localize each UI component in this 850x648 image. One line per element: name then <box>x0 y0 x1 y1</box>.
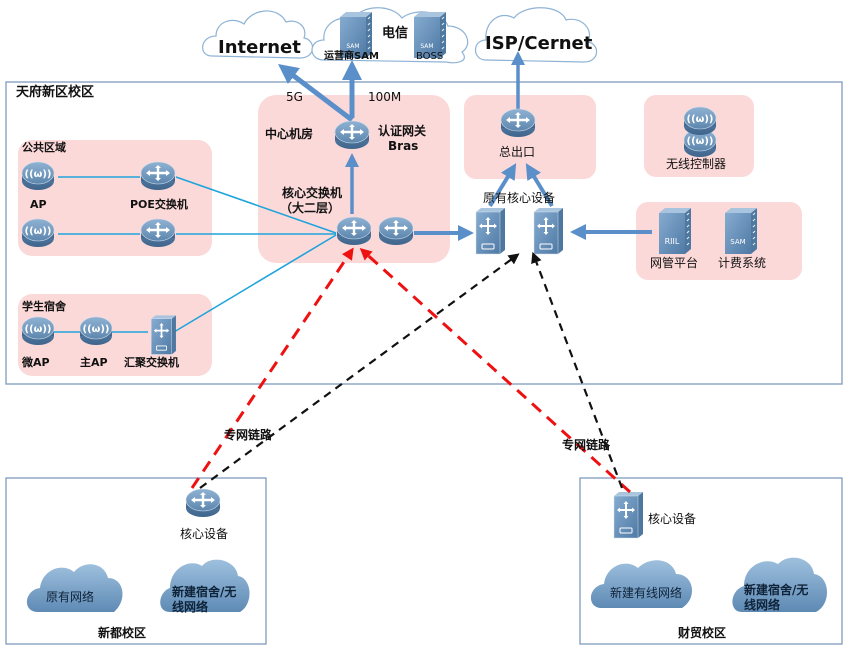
xindu-legacy-network-cloud <box>26 564 123 612</box>
xindu-core-router-icon <box>184 487 222 519</box>
isp-cloud <box>474 7 598 63</box>
black-link-xindu-legacy <box>199 253 520 489</box>
data-center-title: 中心机房 <box>265 127 314 141</box>
egress-router-icon <box>499 107 537 139</box>
caimao-new-network-cloud <box>732 557 828 612</box>
caimao-core-label: 核心设备 <box>648 512 697 526</box>
main-campus-frame <box>5 81 843 385</box>
xindu-campus-title: 新都校区 <box>98 626 147 640</box>
xindu-new-network-label-1: 新建宿舍/无 <box>172 585 237 599</box>
micro-ap-icon <box>21 316 55 346</box>
lan-links <box>52 176 337 333</box>
core-switch-icon <box>377 215 415 247</box>
ap-label: AP <box>30 198 47 211</box>
egress-zone <box>464 95 596 179</box>
operator-sam-label: 运营商SAM <box>324 51 379 62</box>
arrow-legacy1-to-egress <box>488 163 517 208</box>
backup-wan-links <box>199 251 624 489</box>
boss-icon-text: SAM <box>420 43 433 50</box>
egress-label: 总出口 <box>499 145 536 159</box>
core-switch-sub-label: （大二层） <box>280 201 341 215</box>
public-area-title: 公共区域 <box>22 141 66 154</box>
nms-server-icon <box>658 207 692 255</box>
poe-switch-icon <box>139 160 177 192</box>
caimao-new-network-label-1: 新建宿舍/无 <box>744 583 809 597</box>
xindu-new-network-cloud <box>160 559 250 612</box>
private-link-label-left: 专网链路 <box>224 428 273 442</box>
telecom-label: 电信 <box>382 26 409 41</box>
boss-label: BOSS <box>416 51 444 62</box>
wireless-controller-label: 无线控制器 <box>666 157 727 171</box>
link-poe1-core <box>175 176 337 234</box>
aggregation-switch-label: 汇聚交换机 <box>124 356 179 369</box>
nms-icon-text: RIIL <box>665 237 680 246</box>
bandwidth-5g-label: 5G <box>286 90 303 104</box>
xindu-new-network-label-2: 线网络 <box>172 600 209 614</box>
caimao-core-switch-icon <box>613 491 644 539</box>
private-link-label-right: 专网链路 <box>562 438 611 452</box>
black-link-caimao-legacy <box>531 251 624 489</box>
caimao-campus-frame <box>579 477 843 645</box>
billing-label: 计费系统 <box>718 256 767 270</box>
arrow-legacy2-to-egress <box>525 163 554 208</box>
gateway-label: 认证网关 <box>378 124 427 138</box>
caimao-wired-network-cloud <box>590 560 693 608</box>
legacy-core-switch-icon <box>533 207 564 255</box>
billing-server-icon <box>724 207 758 255</box>
nms-label: 网管平台 <box>650 256 699 270</box>
xindu-core-label: 核心设备 <box>180 527 229 541</box>
private-wan-links <box>190 247 632 494</box>
core-switch-label: 核心交换机 <box>282 186 343 200</box>
billing-icon-text: SAM <box>730 238 745 246</box>
poe-switch-icon <box>139 217 177 249</box>
xindu-campus-frame <box>5 477 267 645</box>
caimao-new-network-label-2: 线网络 <box>744 598 781 612</box>
uplink-arrows <box>278 51 652 241</box>
main-ap-icon <box>79 316 113 346</box>
sam-icon-text: SAM <box>346 43 359 50</box>
isp-label: ISP/Cernet <box>485 33 593 54</box>
internet-cloud <box>202 10 314 59</box>
aggregation-switch-icon <box>150 314 177 356</box>
red-link-caimao-core <box>359 247 632 494</box>
caimao-campus-title: 财贸校区 <box>678 626 727 640</box>
main-campus-title: 天府新区校区 <box>16 85 95 100</box>
dorm-title: 学生宿舍 <box>22 300 66 313</box>
bandwidth-100m-label: 100M <box>368 90 402 104</box>
gateway-sub-label: Bras <box>388 139 419 153</box>
micro-ap-label: 微AP <box>22 356 50 369</box>
main-ap-label: 主AP <box>80 356 108 369</box>
xindu-legacy-network-label: 原有网络 <box>46 590 95 604</box>
legacy-core-label: 原有核心设备 <box>483 191 556 205</box>
bras-gateway-icon <box>333 119 371 151</box>
red-link-xindu-core <box>190 247 354 489</box>
legacy-core-switch-icon <box>475 207 506 255</box>
wireless-controller-icon <box>683 106 717 158</box>
caimao-wired-network-label: 新建有线网络 <box>610 586 683 600</box>
internet-label: Internet <box>218 37 301 58</box>
dorm-zone <box>18 294 212 376</box>
arrow-to-internet <box>278 63 354 122</box>
ap-icon <box>21 218 55 248</box>
poe-switch-label: POE交换机 <box>130 198 188 211</box>
link-agg-core <box>173 234 337 333</box>
core-switch-icon <box>335 215 373 247</box>
ap-icon <box>21 161 55 191</box>
